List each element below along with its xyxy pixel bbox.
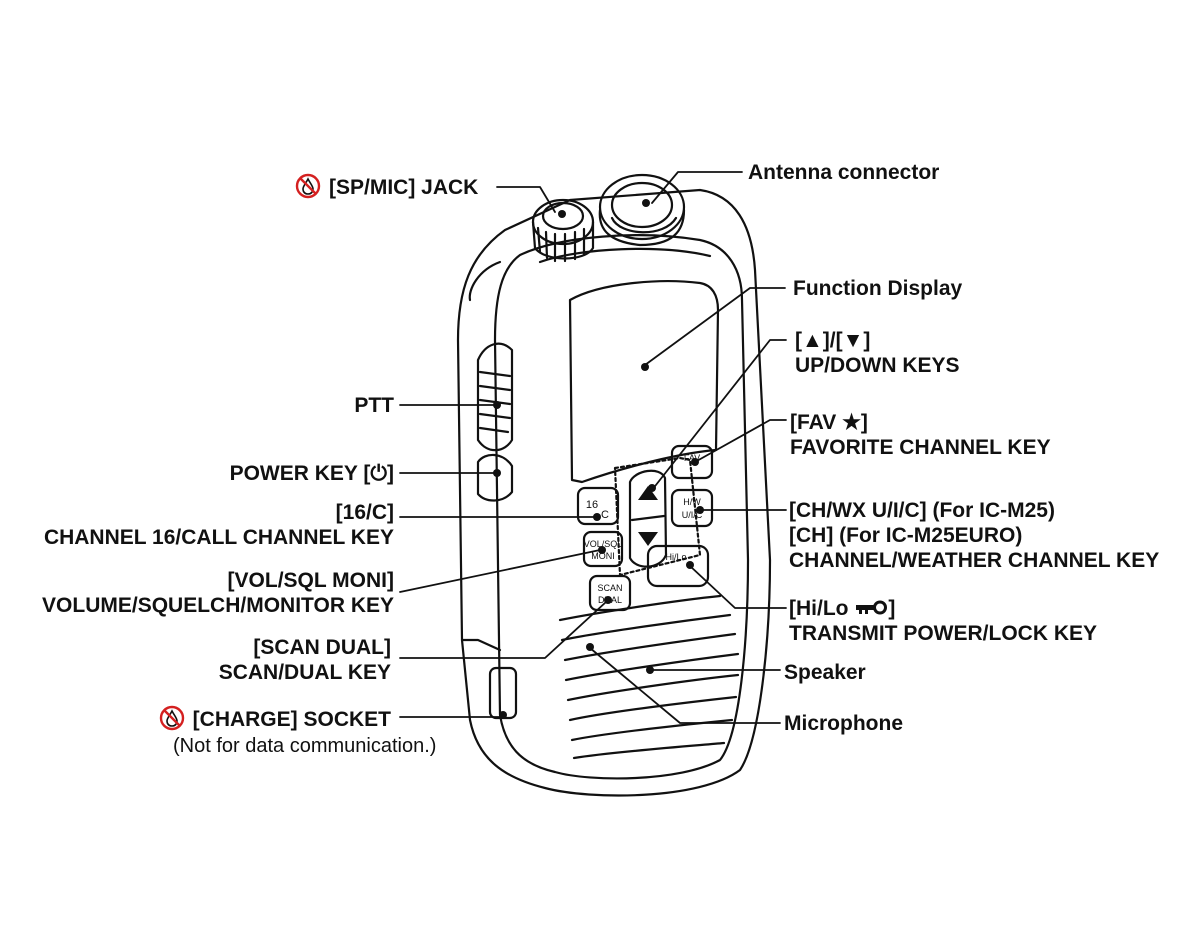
chwx-label-2: [CH] (For IC-M25EURO) (789, 524, 1023, 547)
vol-label-1: [VOL/SQL MONI] (227, 569, 394, 592)
power-key-label: POWER KEY [⏻] (229, 462, 394, 485)
scan-key-b: DUAL (598, 595, 622, 605)
radio-body (456, 188, 772, 797)
hilo-label-1: [Hi/Lo ] (789, 596, 895, 621)
antenna-label: Antenna connector (748, 161, 940, 184)
chwx-label-3: CHANNEL/WEATHER CHANNEL KEY (789, 549, 1160, 572)
ch16-key-a: 16 (586, 499, 598, 511)
antenna-connector (598, 173, 686, 247)
charge-socket (488, 666, 518, 720)
hilo-label-end: ] (888, 597, 896, 620)
charge-label-text: [CHARGE] SOCKET (192, 708, 391, 731)
power-button (476, 453, 514, 502)
fav-label-2: FAVORITE CHANNEL KEY (790, 436, 1051, 459)
key-icon (856, 600, 888, 615)
updown-label-1: [▲]/[▼] (795, 329, 871, 352)
sp-mic-jack-text: [SP/MIC] JACK (329, 176, 479, 199)
hilo-label-text: [Hi/Lo (789, 597, 849, 620)
hwx-key-b: U/I/C (682, 510, 703, 520)
ptt-button (476, 342, 514, 452)
hilo-label-2: TRANSMIT POWER/LOCK KEY (789, 622, 1097, 645)
fav-key-label: FAV (684, 453, 700, 463)
no-water-drop-icon (295, 173, 321, 199)
function-display-label: Function Display (793, 277, 963, 300)
scan-label-1: [SCAN DUAL] (253, 636, 391, 659)
hilo-key-label: Hi/Lo (665, 552, 686, 562)
no-water-drop-icon (159, 705, 184, 731)
microphone-label: Microphone (784, 712, 903, 735)
charge-note: (Not for data communication.) (173, 735, 437, 757)
vol-key-a: VOL/SQL (584, 539, 623, 549)
function-display-screen (568, 280, 720, 484)
speaker-grille (558, 594, 740, 760)
chwx-label-1: [CH/WX U/I/C] (For IC-M25) (789, 499, 1055, 522)
ptt-label: PTT (354, 394, 394, 417)
ch16-key-b: C (601, 509, 609, 521)
charge-label: [CHARGE] SOCKET (159, 705, 391, 732)
sp-mic-jack-knob (531, 198, 595, 263)
sp-mic-jack-label: [SP/MIC] JACK (295, 173, 478, 200)
hwx-key-a: H/W (683, 497, 701, 507)
updown-label-2: UP/DOWN KEYS (795, 354, 960, 377)
radio-front-face (493, 234, 750, 780)
fav-label-1: [FAV ★] (790, 411, 868, 434)
scan-key-a: SCAN (597, 583, 622, 593)
scan-label-2: SCAN/DUAL KEY (218, 661, 391, 684)
vol-label-2: VOLUME/SQUELCH/MONITOR KEY (42, 594, 394, 617)
ch16-label-2: CHANNEL 16/CALL CHANNEL KEY (43, 526, 394, 549)
vol-key-b: MONI (591, 551, 615, 561)
ch16-label-1: [16/C] (335, 501, 394, 524)
speaker-label: Speaker (784, 661, 866, 684)
